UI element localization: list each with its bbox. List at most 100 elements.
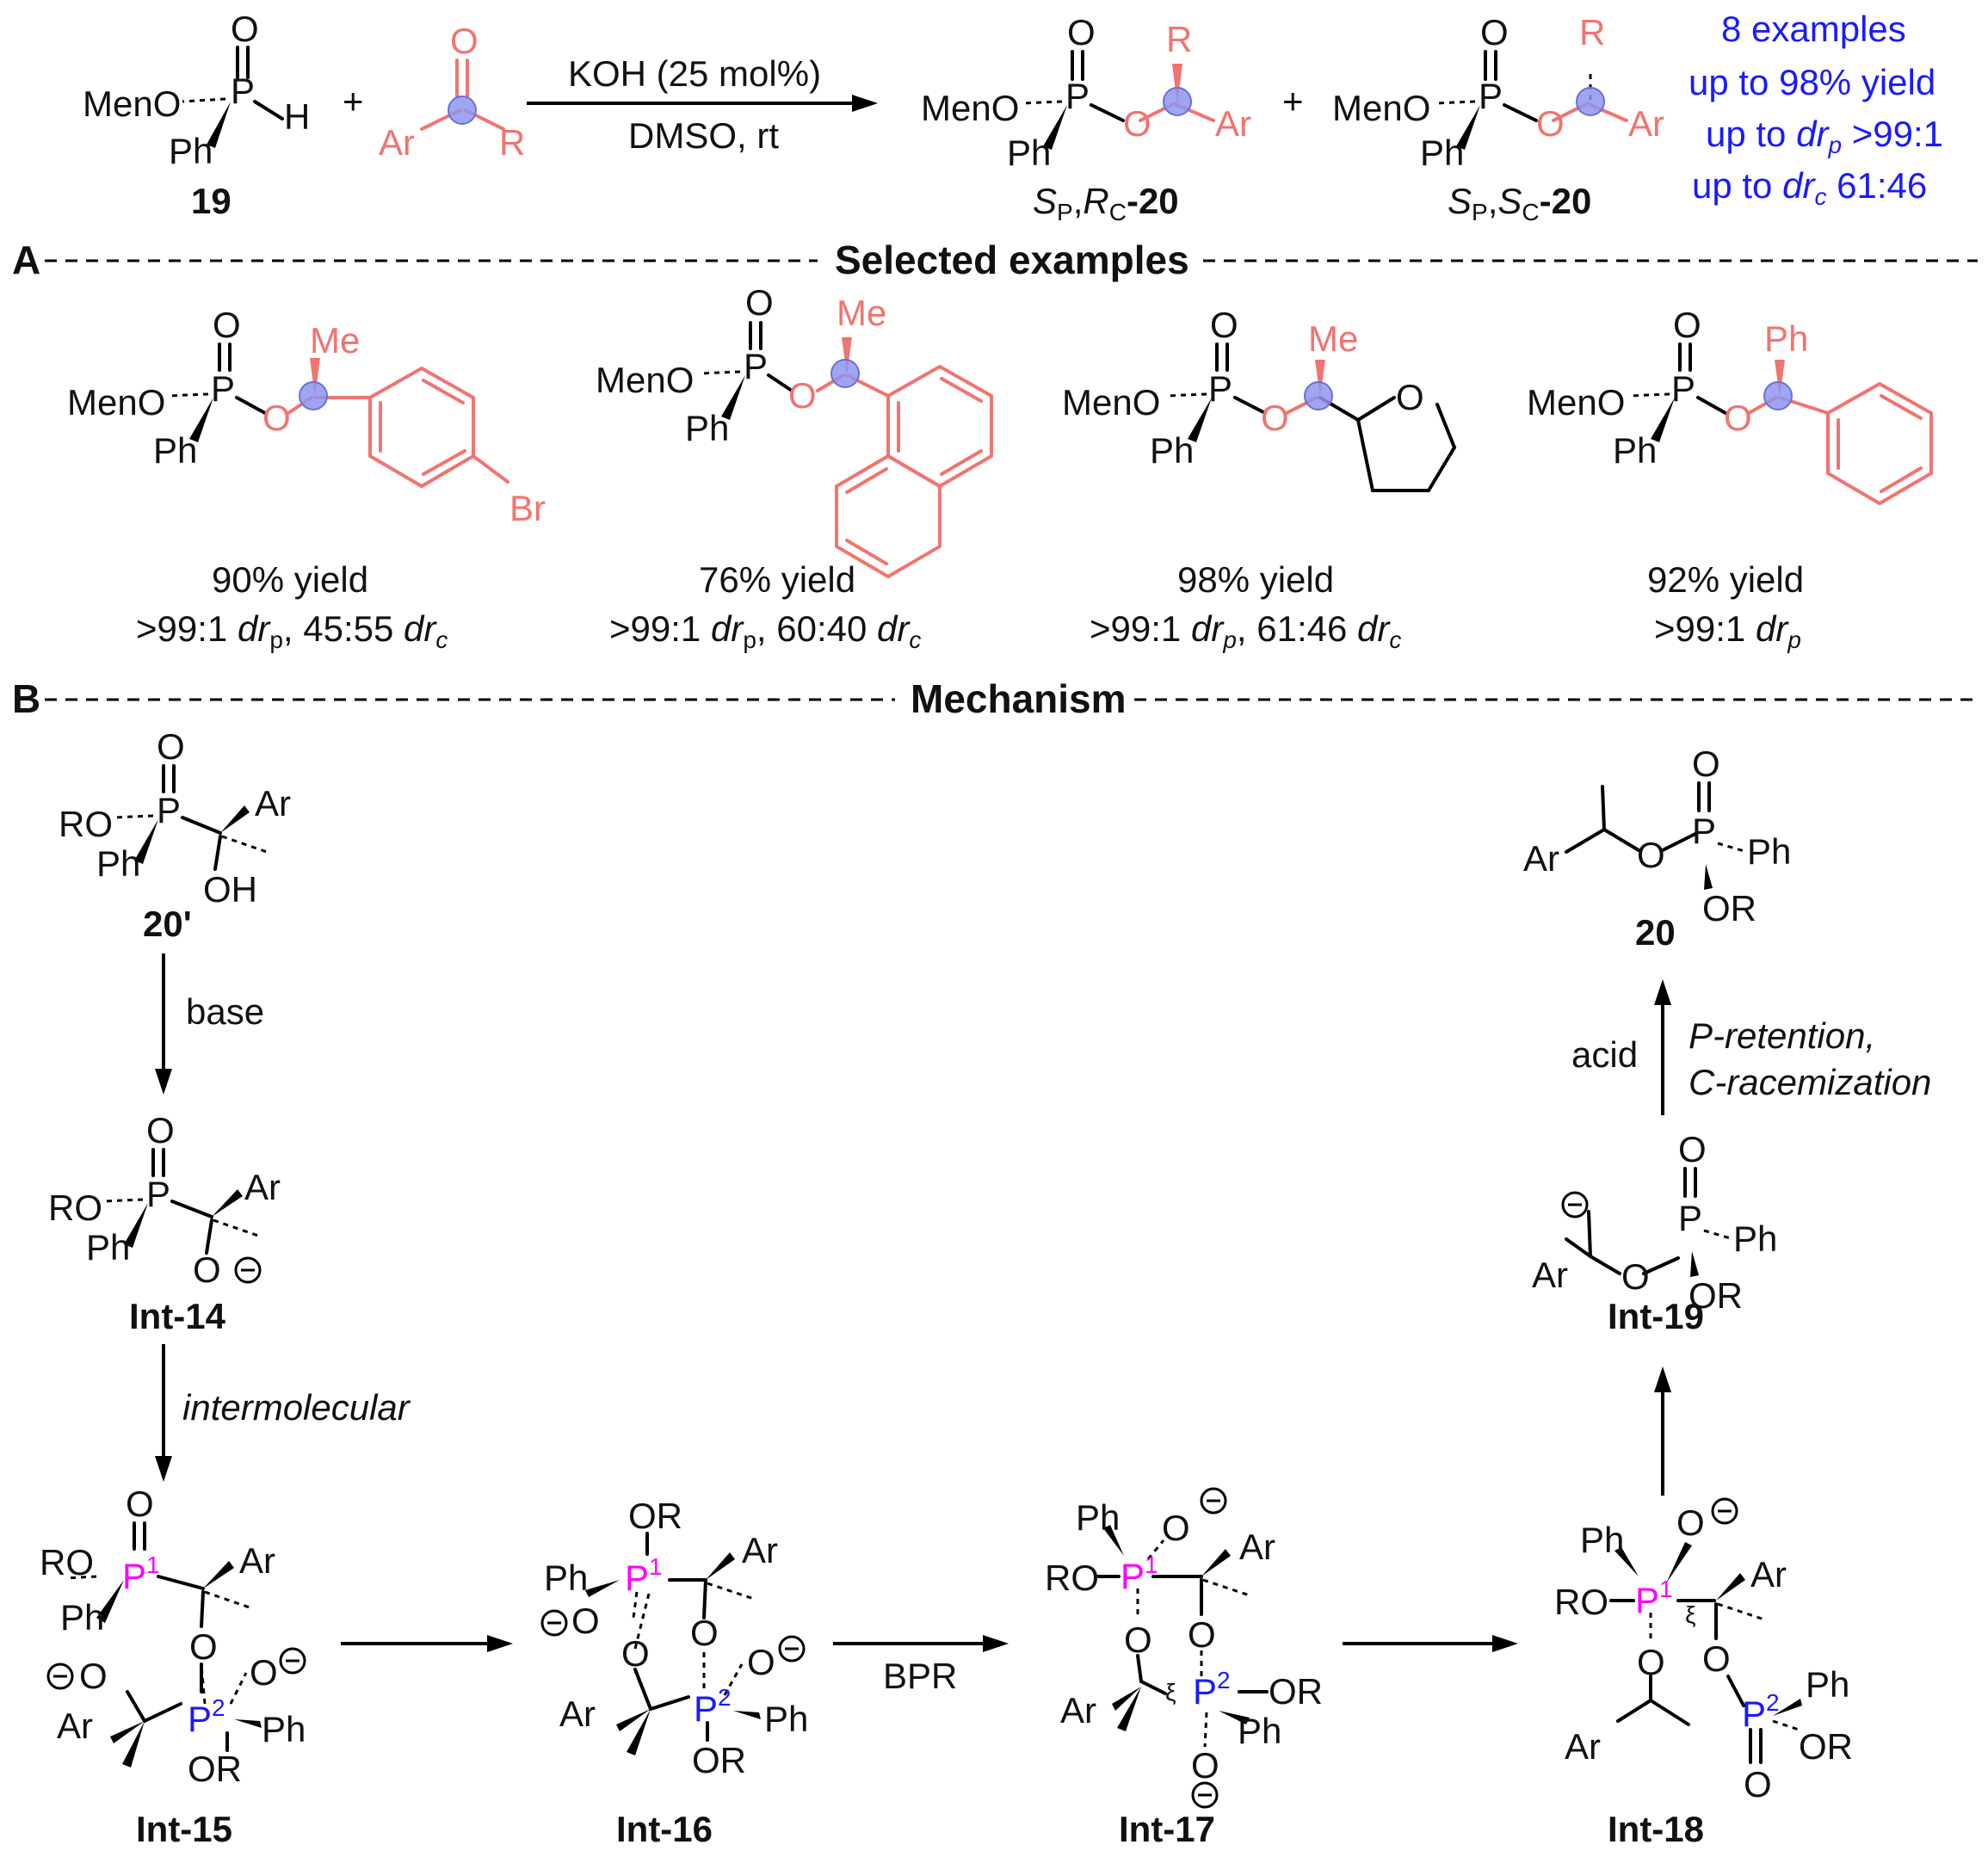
aryl-label: Ar [559,1694,596,1734]
intermediate-int-18: Ph O RO P1 ξ Ar O O Ar P2 Ph OR O Int-18 [1554,1497,1853,1849]
compound-label-20: 20 [1635,912,1676,953]
intermediate-int-17: Ph O RO P1 Ar O O Ar ξ P2 OR Ph O Int-17 [1045,1487,1323,1849]
phenyl-label: Ph [685,408,729,448]
ester-o: O [1261,398,1289,438]
phenyl-label: Ph [1076,1497,1120,1538]
negative-charge-icon [540,1609,568,1637]
summary-drp: up to drp >99:1 [1706,114,1943,158]
aryl-label: Ar [239,1540,275,1581]
yield-text: 76% yield [699,559,855,600]
menthyloxy-label: MenO [1332,88,1430,128]
arrow-base: base [155,953,264,1095]
compound-label-sp-rc-20: SP,RC-20 [1033,181,1179,225]
dr-text: >99:1 drp, 60:40 drc [609,608,921,653]
oxo-o: O [1673,305,1701,345]
menthyloxy-label: MenO [67,382,165,423]
ester-o: O [1123,103,1151,144]
phosphorus-1-label: P1 [1121,1552,1158,1596]
example-4-phenyl: O P MenO Ph O Ph 92% yield >99:1 drp [1527,305,1933,653]
compound-label-int-15: Int-15 [136,1809,232,1849]
arrow-note-p-retention: P-retention, [1689,1015,1875,1056]
phenyl-label: Ph [1238,1711,1281,1751]
bromo-label: Br [509,488,546,528]
arrow-bpr: BPR [833,1635,1009,1696]
negative-charge-icon [1200,1487,1227,1515]
phenyl-label: Ph [764,1699,808,1739]
alkoxide-o: O [193,1249,221,1290]
alkoxy-label: OR [1689,1275,1743,1316]
scope-summary: 8 examples up to 98% yield up to drp >99… [1689,9,1943,210]
alkoxy-label: OR [1269,1671,1323,1712]
aryl-label: Ar [1750,1554,1787,1595]
arrow-label-bpr: BPR [883,1656,957,1696]
aryl-label: Ar [255,783,291,824]
phosphorus-label: P [231,71,255,111]
phosphoranide-o: O [250,1652,278,1693]
ester-o-left: O [1637,1642,1665,1682]
plus-sign-1: + [343,81,364,121]
menthyloxy-label: MenO [921,88,1019,128]
phenyl-label: Ph [153,430,197,471]
r-group-label: R [499,122,525,163]
section-a-header: A Selected examples [12,238,1978,282]
aryl-label: Ar [1215,103,1251,144]
menthyloxy-label: MenO [83,83,181,124]
compound-label-20-prime: 20' [143,904,192,944]
product-20: Ar O O P Ph OR 20 [1523,743,1791,953]
phosphorus-1-label: P1 [625,1553,663,1598]
phenyl-label: Ph [1580,1520,1624,1560]
compound-label-int-14: Int-14 [129,1296,226,1336]
alkoxy-label: OR [1799,1726,1853,1767]
compound-label-int-16: Int-16 [616,1809,713,1849]
alkoxy-label: RO [1554,1582,1608,1622]
reagent-conditions: KOH (25 mol%) [568,53,821,94]
alkoxy-label: RO [59,804,113,844]
methyl-label: Me [1308,318,1358,359]
dr-text: >99:1 drp, 61:46 drc [1090,608,1401,653]
phosphorus-1-label: P1 [1635,1576,1673,1620]
oxo-o: O [1692,743,1720,784]
arrow-18-to-19 [1654,1367,1671,1496]
phenyl-label: Ph [86,1227,130,1268]
phenyl-label: Ph [1007,133,1051,173]
negative-charge-icon [1561,1191,1589,1218]
stereocenter-marker [1163,87,1192,116]
aryl-label: Ar [1239,1527,1275,1567]
arrow-note-c-racemization: C-racemization [1689,1062,1931,1102]
negative-charge-icon [234,1256,262,1284]
phosphorus-label: P [146,1174,170,1214]
ring-o-right: O [1188,1614,1216,1655]
compound-label-int-18: Int-18 [1608,1809,1704,1849]
phosphorus-label: P [1692,811,1716,851]
alkoxy-label: RO [1045,1558,1099,1598]
ring-o-left: O [621,1633,650,1674]
aryl-label: Ar [1060,1690,1096,1731]
wavy-bond-icon: ξ [1165,1679,1176,1706]
hydrogen-label: H [284,96,310,137]
wavy-bond-icon: ξ [1685,1601,1696,1628]
example-1-bromophenyl: O P MenO Ph O Me Br 90% yield >99:1 drp,… [67,305,546,653]
plus-sign-2: + [1282,81,1304,121]
compound-label-19: 19 [191,181,232,221]
phosphorus-2-label: P2 [1193,1667,1231,1712]
example-3-tetrahydrofuranyl: O P MenO Ph O Me O 98% yield >99:1 drp, … [1062,305,1456,653]
arrow-label-base: base [186,991,264,1032]
phenyl-label: Ph [169,131,213,171]
phosphoranide-o: O [747,1642,775,1682]
ester-o-right: O [1702,1638,1731,1679]
hydroxy-label: OH [203,869,257,910]
negative-charge-icon [1191,1781,1219,1809]
ester-o: O [1724,398,1752,438]
dr-text: >99:1 drp, 45:55 drc [136,608,448,653]
yield-text: 92% yield [1647,559,1804,600]
menthyloxy-label: MenO [1062,382,1160,423]
ketone-reagent: O Ar R [379,21,525,163]
compound-20-prime: O P RO Ph Ar OH 20' [59,726,291,944]
ester-o: O [788,375,817,416]
ester-o: O [1621,1256,1650,1297]
summary-drc: up to drc 61:46 [1692,165,1927,210]
solvent-conditions: DMSO, rt [628,115,779,156]
aryl-label: Ar [57,1706,93,1746]
phosphoryl-o: O [1744,1764,1772,1805]
